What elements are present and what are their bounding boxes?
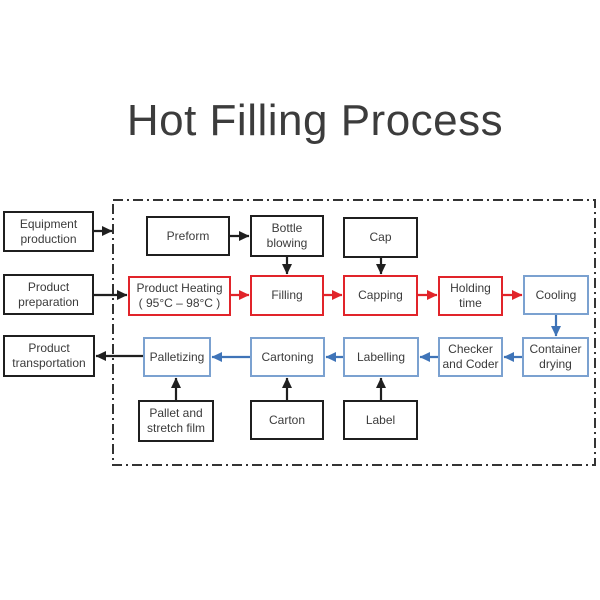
node-carton: Carton <box>250 400 324 440</box>
node-label-line: Equipment <box>19 216 78 231</box>
node-label-line: Label <box>365 412 396 427</box>
node-label-line: Product <box>27 279 70 294</box>
node-label-line: Labelling <box>356 349 406 364</box>
node-label-line: Bottle <box>271 221 303 235</box>
node-label-line: blowing <box>266 236 308 250</box>
node-label-line: Cap <box>369 230 392 244</box>
node-label-line: drying <box>539 357 572 371</box>
node-label-line: Container <box>529 342 582 356</box>
node-label-line: Cartoning <box>261 349 314 364</box>
node-filling: Filling <box>250 275 324 316</box>
node-label-line: ( 95°C – 98°C ) <box>138 296 221 310</box>
process-boundary-dashed-rect <box>112 199 596 466</box>
node-label-line: Product Heating <box>136 281 223 295</box>
node-label-line: transportation <box>12 356 86 370</box>
node-label-line: Product <box>28 341 70 355</box>
node-product-heating: Product Heating( 95°C – 98°C ) <box>128 276 231 316</box>
node-capping: Capping <box>343 275 418 316</box>
node-cap: Cap <box>343 217 418 258</box>
node-label-line: Capping <box>358 288 403 302</box>
node-label-line: Carton <box>268 412 306 427</box>
node-label-line: production <box>20 231 77 246</box>
node-label-line: and Coder <box>442 357 499 371</box>
node-label: Label <box>343 400 418 440</box>
node-label-line: Preform <box>166 228 210 243</box>
node-label-line: Pallet and <box>149 406 203 420</box>
node-cartoning: Cartoning <box>250 337 325 377</box>
node-cooling: Cooling <box>523 275 589 315</box>
node-label-line: Palletizing <box>149 349 205 364</box>
node-label-line: Holding <box>450 281 491 295</box>
node-label-line: Cooling <box>535 287 577 302</box>
node-label-line: Checker <box>448 342 493 356</box>
page-title: Hot Filling Process <box>126 96 504 145</box>
node-label-line: stretch film <box>146 421 205 435</box>
node-preform: Preform <box>146 216 230 256</box>
node-label-line: time <box>459 296 482 310</box>
node-labelling: Labelling <box>343 337 419 377</box>
node-palletizing: Palletizing <box>143 337 211 377</box>
node-label-line: Filling <box>271 288 303 302</box>
node-label-line: preparation <box>18 294 79 309</box>
